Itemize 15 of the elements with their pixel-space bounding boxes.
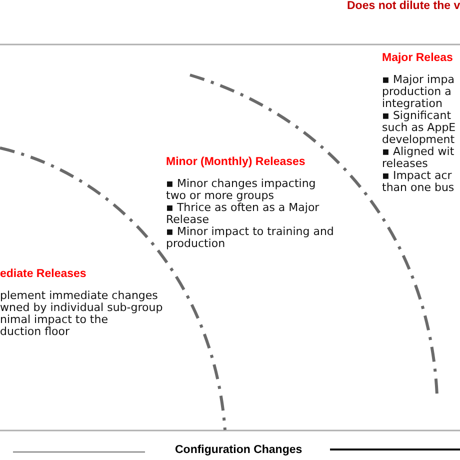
bullet-text: ▪ Impact acr than one bus [382,170,456,194]
bullet-text: nimal impact to the duction floor [0,314,108,338]
section-heading: ediate Releases [0,268,88,281]
bullet-text: ▪ Thrice as often as a Major Release [166,202,320,226]
bullet-text: ▪ Minor impact to training and production [166,226,335,250]
section-heading: Major Releas [382,52,454,65]
bullet-text: ▪ Aligned wit releases [382,146,456,170]
bullet-text: plement immediate changes [0,290,159,302]
axis-label: Configuration Changes [175,444,302,457]
section-heading: Minor (Monthly) Releases [166,156,306,169]
banner-text: Does not dilute the v [347,0,460,13]
bullet-text: ▪ Major impa production a integration [382,74,456,110]
bullet-text: ▪ Minor changes impacting two or more groups [166,178,317,202]
bullet-text: ▪ Significant such as AppE development [382,110,457,146]
bullet-text: wned by individual sub-group [0,302,164,314]
